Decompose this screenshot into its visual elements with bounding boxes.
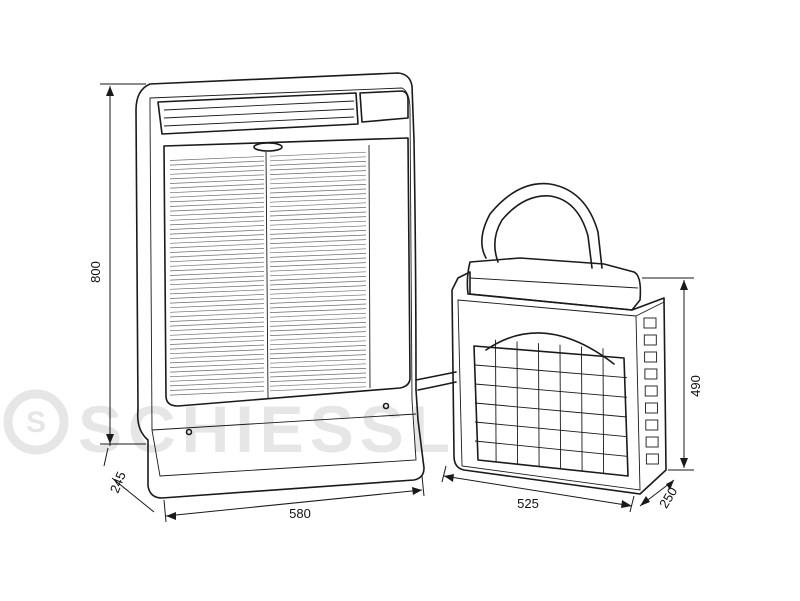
watermark-logo-letter: S	[26, 406, 46, 439]
indoor-screw-left	[185, 428, 193, 436]
connecting-hose	[415, 371, 457, 391]
outdoor-front-face	[457, 299, 641, 491]
indoor-base-edge	[151, 413, 417, 431]
label-outdoor-width: 525	[517, 496, 539, 511]
indoor-top-louver	[157, 92, 359, 135]
outdoor-side-vents	[643, 317, 659, 465]
indoor-control-panel	[359, 90, 409, 123]
indoor-front-grille-panel	[163, 137, 411, 407]
outdoor-fan-arc	[485, 332, 615, 365]
indoor-unit	[135, 72, 425, 499]
indoor-front-handle	[253, 142, 283, 152]
indoor-grille-left	[169, 156, 265, 396]
outdoor-top-cap	[466, 257, 642, 311]
outdoor-front-grille	[473, 345, 629, 477]
label-indoor-width: 580	[289, 506, 311, 521]
label-outdoor-height: 490	[688, 375, 703, 397]
indoor-body-outline	[135, 72, 425, 499]
outdoor-grille-lines	[474, 339, 628, 474]
label-indoor-height: 800	[88, 261, 103, 283]
indoor-screw-right	[382, 402, 390, 410]
watermark-text: SCHIESSL	[78, 392, 456, 466]
indoor-front-face	[149, 87, 417, 477]
indoor-grille-divider	[265, 151, 269, 399]
watermark-logo: S	[3, 389, 69, 455]
outdoor-carry-handle	[481, 182, 603, 269]
label-indoor-depth: 245	[107, 469, 129, 495]
watermark: S SCHIESSL	[3, 389, 456, 466]
outdoor-unit	[451, 182, 667, 495]
dimension-lines	[100, 83, 694, 523]
outdoor-body-outline	[451, 271, 667, 495]
indoor-grille-right	[269, 151, 367, 392]
label-outdoor-depth: 250	[656, 484, 680, 510]
